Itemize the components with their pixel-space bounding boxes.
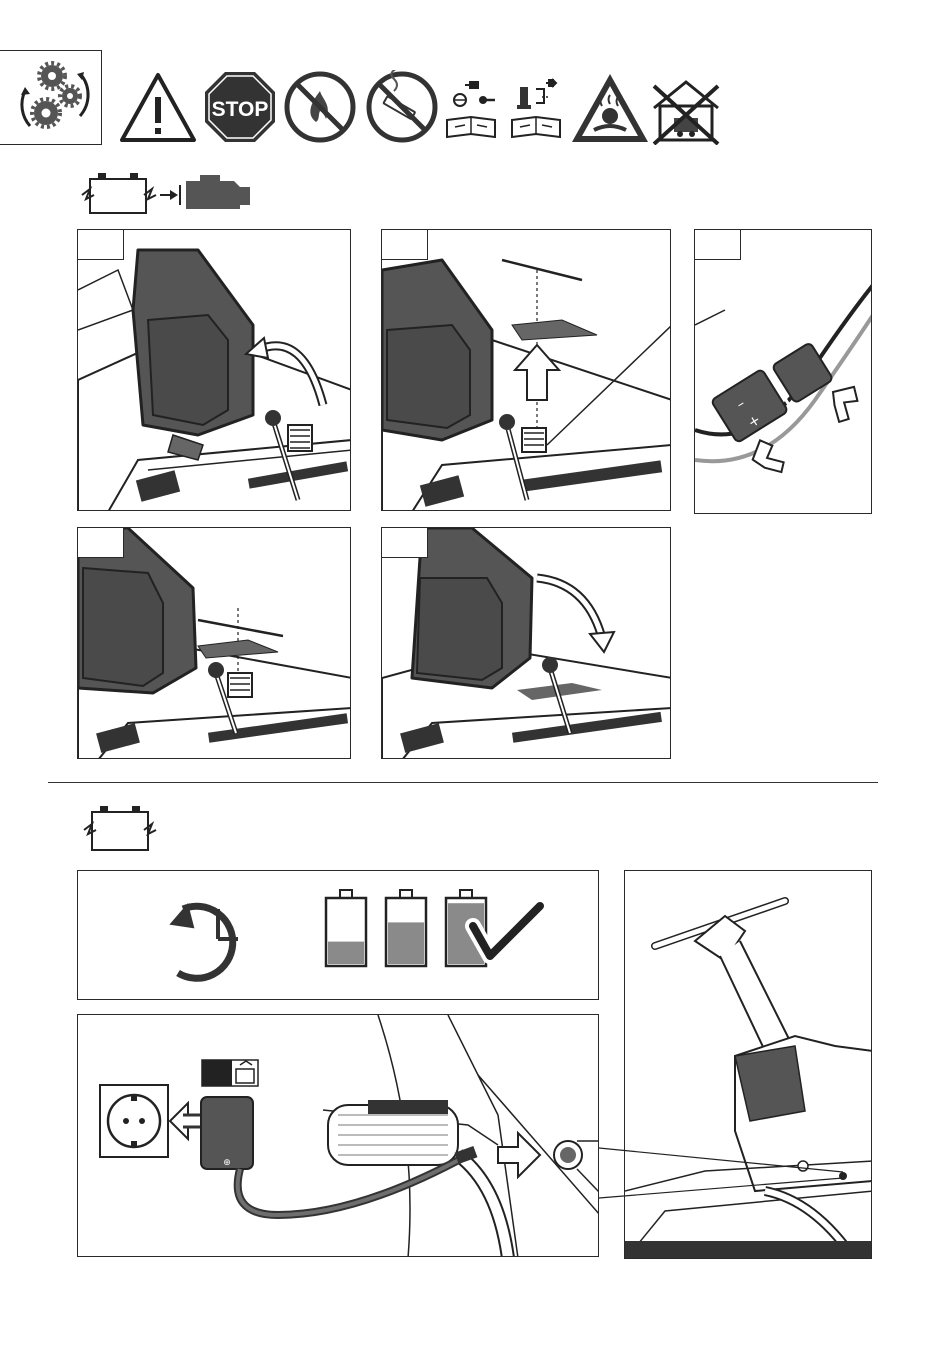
zoom-callout-lines bbox=[0, 0, 950, 1348]
